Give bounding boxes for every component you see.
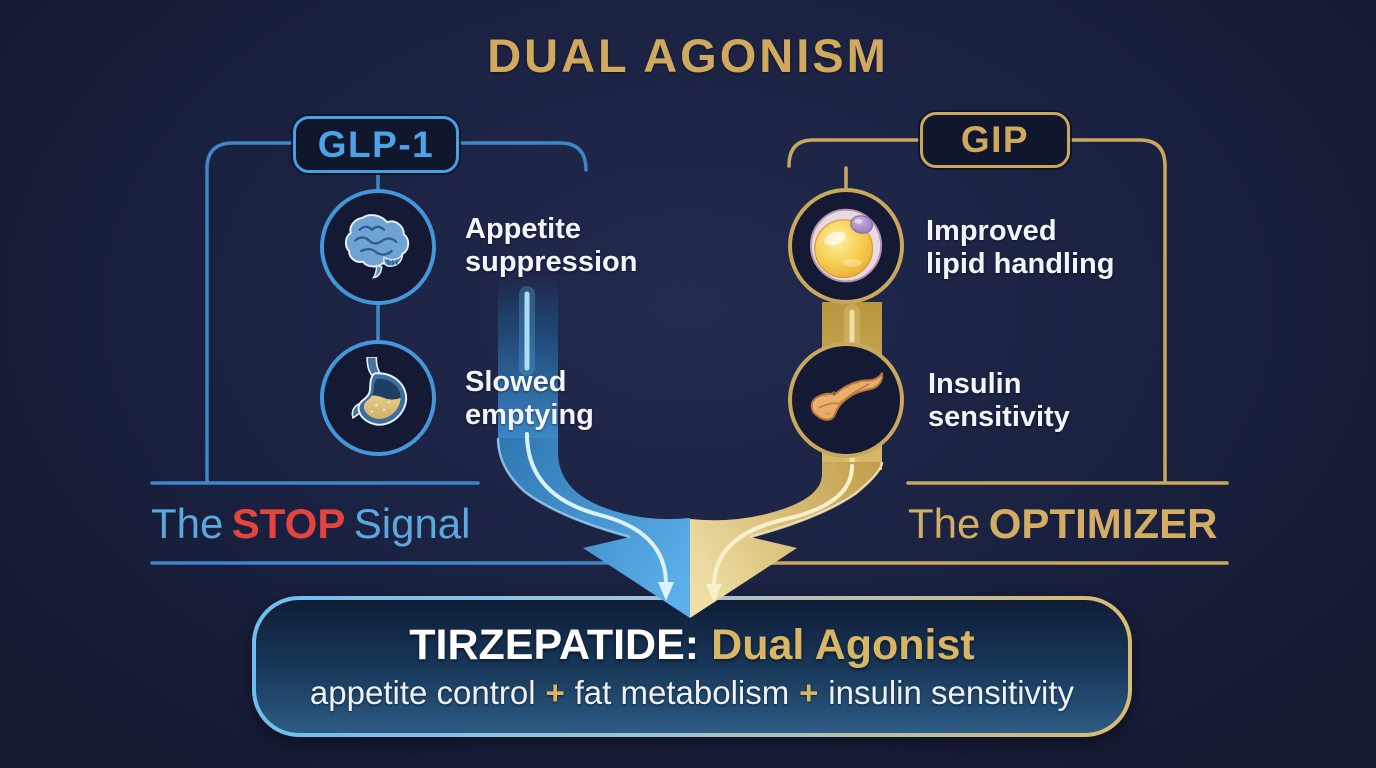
stomach-icon [339,355,417,440]
plus-sign: + [799,674,819,711]
result-benefits: appetite control+fat metabolism+insulin … [309,674,1075,711]
page-title: DUAL AGONISM [487,29,889,82]
pancreas-circle [788,342,904,458]
gip-item-lipid: Improved lipid handling [926,215,1115,281]
glp1-item-emptying: Slowed emptying [465,366,594,432]
pancreas-icon [806,358,886,443]
result-subtitle: Dual Agonist [711,621,975,669]
gold-stream-rim [749,461,884,539]
gip-item-insulin: Insulin sensitivity [928,368,1070,434]
gip-label-box: GIP [920,112,1070,168]
gold-flow-arrow [706,464,854,603]
brain-icon [340,207,416,288]
stomach-circle [320,340,436,456]
tirzepatide-result-box: TIRZEPATIDE:Dual Agonist appetite contro… [252,596,1132,737]
result-drug-name: TIRZEPATIDE: [409,621,700,669]
glp1-stream-arrow [498,438,690,618]
glp1-label: GLP-1 [317,123,435,165]
gip-stream-arrow [690,462,882,618]
gip-label: GIP [960,119,1030,160]
plus-sign: + [545,674,565,711]
fat-cell-icon [807,205,885,288]
glp1-item-appetite: Appetite suppression [465,213,638,279]
brain-circle [320,189,436,305]
result-title: TIRZEPATIDE:Dual Agonist [409,621,974,670]
blue-flow-arrow [525,432,674,601]
blue-stream-rim [496,437,631,539]
fat-cell-circle [788,188,904,304]
glp1-label-box: GLP-1 [293,116,459,173]
